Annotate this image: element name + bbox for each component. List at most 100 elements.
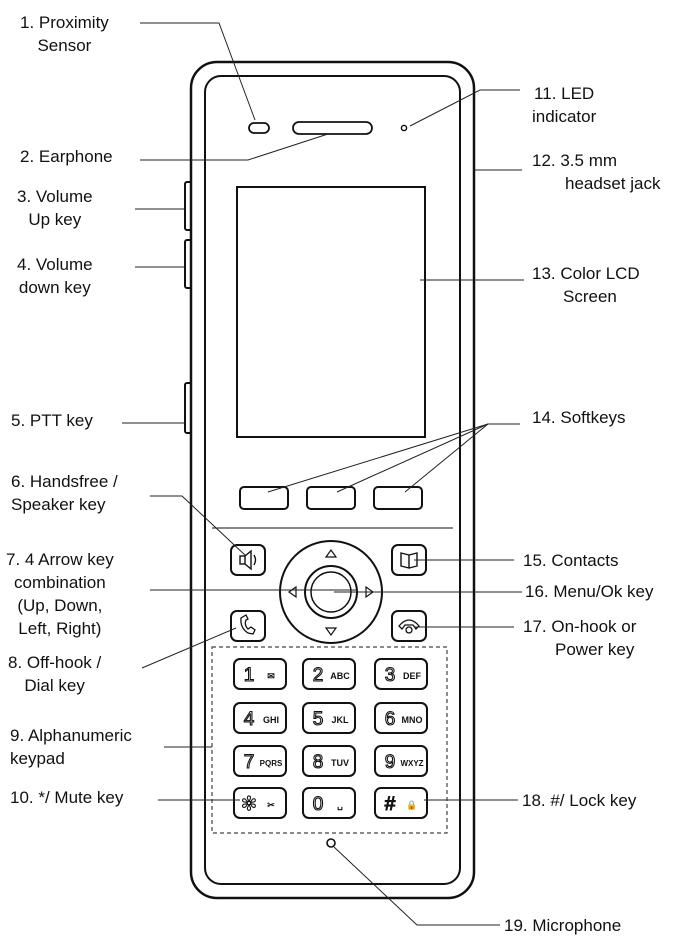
keypad-digit: 3 bbox=[385, 665, 396, 686]
keypad-letters: TUV bbox=[331, 758, 349, 768]
leader-led bbox=[409, 89, 520, 127]
softkey-middle[interactable] bbox=[306, 486, 356, 510]
keypad-letters: ␣ bbox=[337, 800, 343, 811]
lcd-screen bbox=[236, 186, 426, 438]
label-line: headset jack bbox=[565, 174, 661, 193]
keypad-key[interactable]: 2 ABC bbox=[302, 658, 356, 690]
label-headset-jack: 12. 3.5 mm headset jack bbox=[532, 149, 660, 195]
keypad-digit: 8 bbox=[313, 752, 324, 773]
label-mute: 10. */ Mute key bbox=[10, 786, 123, 809]
label-line: 13. Color LCD bbox=[532, 264, 640, 283]
label-line: 10. */ Mute key bbox=[10, 788, 124, 807]
label-line: 7. 4 Arrow key bbox=[6, 550, 114, 569]
keypad-key[interactable]: 8 TUV bbox=[302, 745, 356, 777]
leader-microphone bbox=[333, 846, 500, 926]
label-led: 11. LED indicator bbox=[532, 82, 596, 128]
label-line: indicator bbox=[532, 107, 597, 126]
dial-handset-icon bbox=[240, 614, 256, 635]
keypad-key-frame[interactable] bbox=[374, 658, 428, 690]
keypad-letters: WXYZ bbox=[400, 759, 423, 768]
onhook-key[interactable] bbox=[391, 610, 427, 642]
keypad-letters: DEF bbox=[403, 671, 422, 681]
keypad-digit: # bbox=[385, 794, 396, 815]
label-proximity-sensor: 1. Proximity Sensor bbox=[20, 11, 109, 57]
label-line: 3. Volume bbox=[17, 187, 93, 206]
keypad-key-frame[interactable] bbox=[233, 787, 287, 819]
keypad-key-frame[interactable] bbox=[233, 745, 287, 777]
keypad-letters: ABC bbox=[330, 671, 350, 681]
keypad-key-frame[interactable] bbox=[302, 702, 356, 734]
label-line: Dial key bbox=[24, 676, 85, 695]
keypad-digit: 2 bbox=[313, 665, 324, 686]
label-line: keypad bbox=[10, 749, 65, 768]
keypad-key[interactable]: 9 WXYZ bbox=[374, 745, 428, 777]
keypad-boundary bbox=[211, 646, 448, 834]
label-line: (Up, Down, bbox=[17, 596, 103, 615]
softkey-right[interactable] bbox=[373, 486, 423, 510]
keypad-key-frame[interactable] bbox=[374, 702, 428, 734]
label-line: 11. LED bbox=[534, 84, 595, 103]
keypad-digit: 0 bbox=[313, 794, 324, 815]
handsfree-key[interactable] bbox=[230, 544, 266, 576]
label-arrow-keys: 7. 4 Arrow key combination (Up, Down, Le… bbox=[6, 548, 114, 640]
keypad-digit: 4 bbox=[244, 709, 255, 730]
label-keypad: 9. Alphanumeric keypad bbox=[10, 724, 132, 770]
keypad-key[interactable]: #🔒 bbox=[374, 787, 428, 819]
label-onhook: 17. On-hook or Power key bbox=[523, 615, 636, 661]
keypad-key-frame[interactable] bbox=[374, 787, 428, 819]
keypad-key-frame[interactable] bbox=[302, 787, 356, 819]
earphone bbox=[292, 121, 373, 135]
keypad-key-frame[interactable] bbox=[302, 658, 356, 690]
label-line: Up key bbox=[28, 210, 82, 229]
keypad-key[interactable]: 1✉ bbox=[233, 658, 287, 690]
leader-earphone bbox=[140, 133, 329, 161]
leader-lines bbox=[122, 22, 524, 926]
up-arrow-icon bbox=[324, 548, 338, 558]
keypad-digit: 1 bbox=[244, 665, 255, 686]
keypad-letters: 🔒 bbox=[406, 800, 417, 810]
label-line: Sensor bbox=[37, 36, 92, 55]
leader-handsfree bbox=[150, 495, 247, 557]
label-line: 1. Proximity bbox=[20, 13, 109, 32]
keypad-key[interactable]: 3 DEF bbox=[374, 658, 428, 690]
keypad-digit: 9 bbox=[385, 752, 396, 773]
label-contacts: 15. Contacts bbox=[523, 549, 618, 572]
label-line: 6. Handsfree / bbox=[11, 472, 118, 491]
down-arrow-icon bbox=[324, 627, 338, 637]
softkey-left[interactable] bbox=[239, 486, 289, 510]
offhook-key[interactable] bbox=[230, 610, 266, 642]
label-line: 17. On-hook or bbox=[523, 617, 637, 636]
keypad-letters: ✉ bbox=[267, 671, 275, 681]
keypad-key-frame[interactable] bbox=[233, 702, 287, 734]
label-softkeys: 14. Softkeys bbox=[532, 406, 626, 429]
keypad-key-frame[interactable] bbox=[302, 745, 356, 777]
label-line: 19. Microphone bbox=[504, 916, 622, 935]
label-line: 14. Softkeys bbox=[532, 408, 626, 427]
label-line: 4. Volume bbox=[17, 255, 93, 274]
keypad-key-frame[interactable] bbox=[374, 745, 428, 777]
label-line: Screen bbox=[563, 287, 617, 306]
label-volume-down: 4. Volume down key bbox=[17, 253, 93, 299]
keypad-key[interactable]: 0␣ bbox=[302, 787, 356, 819]
phone-face bbox=[204, 75, 461, 885]
label-ptt: 5. PTT key bbox=[11, 409, 93, 432]
label-handsfree: 6. Handsfree / Speaker key bbox=[11, 470, 118, 516]
label-line: 15. Contacts bbox=[523, 551, 619, 570]
label-line: Left, Right) bbox=[18, 619, 102, 638]
label-lock: 18. #/ Lock key bbox=[522, 789, 636, 812]
label-earphone: 2. Earphone bbox=[20, 145, 113, 168]
keypad-key[interactable]: ✻✂ bbox=[233, 787, 287, 819]
label-line: 8. Off-hook / bbox=[8, 653, 102, 672]
keypad-key-frame[interactable] bbox=[233, 658, 287, 690]
label-lcd: 13. Color LCD Screen bbox=[532, 262, 640, 308]
keypad-digit: 6 bbox=[385, 709, 396, 730]
led-indicator bbox=[400, 124, 408, 132]
label-line: 18. #/ Lock key bbox=[522, 791, 637, 810]
keypad-digit: ✻ bbox=[241, 794, 257, 815]
